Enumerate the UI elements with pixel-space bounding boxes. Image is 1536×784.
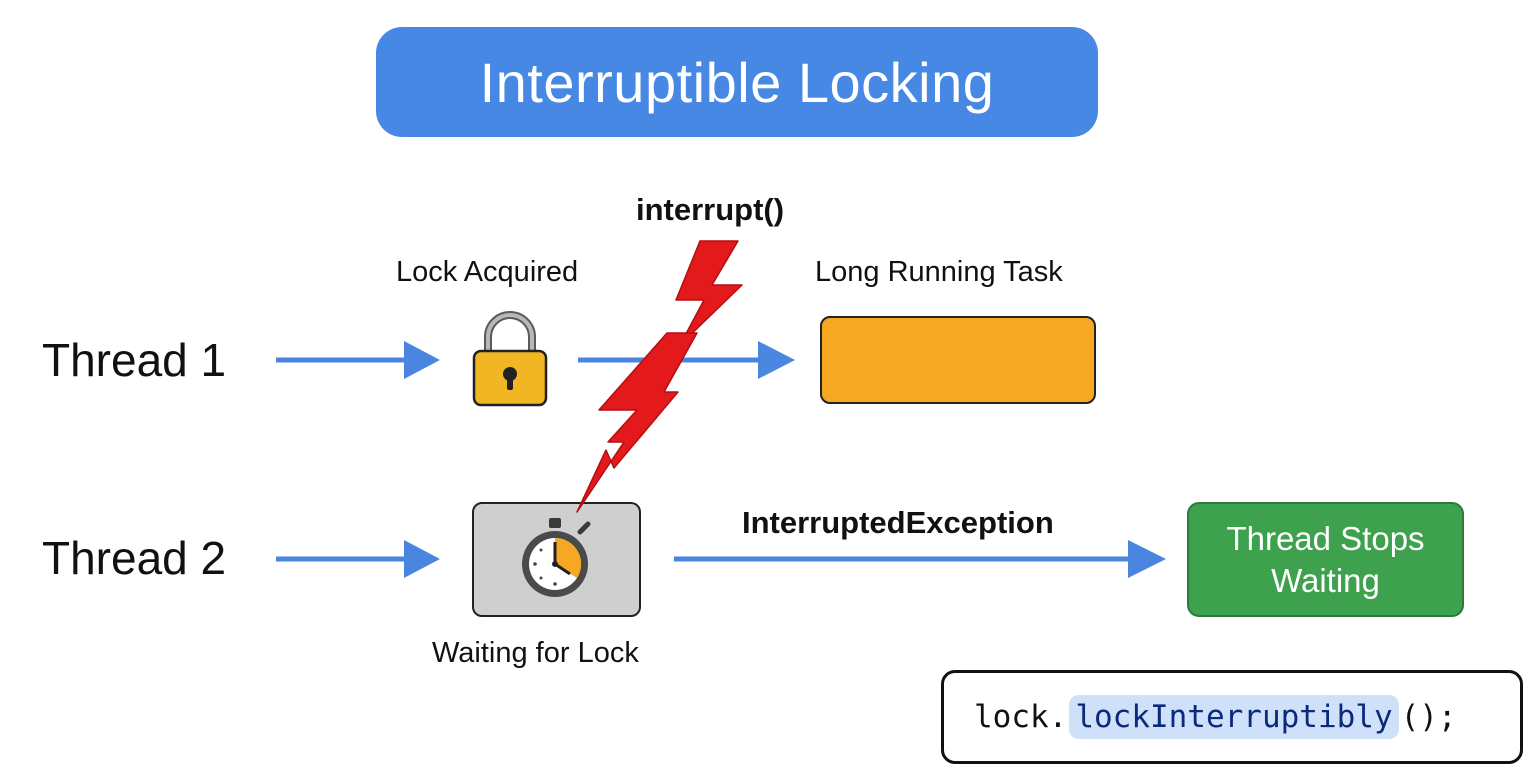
- thread-2-label: Thread 2: [42, 532, 227, 584]
- diagram-title: Interruptible Locking: [479, 50, 995, 114]
- code-suffix: ();: [1400, 699, 1457, 735]
- interrupted-exception-label: InterruptedException: [742, 505, 1054, 540]
- code-method-highlight: lockInterruptibly: [1069, 695, 1399, 739]
- stopwatch-icon: [522, 518, 591, 597]
- exception-arrow: [674, 540, 1166, 578]
- padlock-icon: [472, 311, 548, 407]
- code-snippet: lock.lockInterruptibly();: [941, 670, 1523, 764]
- long-running-task-box: [820, 316, 1096, 404]
- thread-2-arrow-to-wait: [276, 540, 440, 578]
- long-running-task-label: Long Running Task: [815, 256, 1063, 288]
- thread-stops-waiting-label: Thread Stops Waiting: [1226, 519, 1425, 599]
- lock-acquired-label: Lock Acquired: [396, 256, 579, 288]
- lightning-bolt-icon: [576, 240, 743, 513]
- thread-1-label: Thread 1: [42, 334, 227, 386]
- waiting-for-lock-label: Waiting for Lock: [432, 637, 639, 669]
- thread-stops-waiting-box: Thread Stops Waiting: [1187, 502, 1464, 617]
- interrupt-call-label: interrupt(): [636, 192, 785, 227]
- code-object: lock.: [974, 699, 1068, 735]
- thread-1-arrow-to-lock: [276, 341, 440, 379]
- title-banner: Interruptible Locking: [376, 27, 1098, 137]
